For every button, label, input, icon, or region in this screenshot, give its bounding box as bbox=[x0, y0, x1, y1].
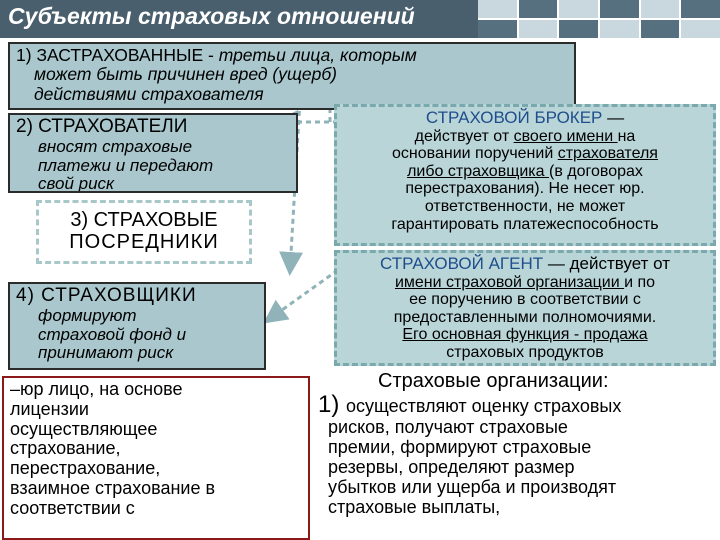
insurer-definition-box: –юр лицо, на основе лицензии осуществляю… bbox=[2, 376, 310, 540]
insurers-heading: 4) СТРАХОВЩИКИ bbox=[16, 285, 197, 306]
broker-term: СТРАХОВОЙ БРОКЕР bbox=[425, 108, 603, 127]
insurers-desc-2: страховой фонд и bbox=[38, 324, 187, 344]
broker-box: СТРАХОВОЙ БРОКЕР — действует от своего и… bbox=[334, 104, 716, 246]
decorative-grid bbox=[478, 0, 720, 38]
insured-number: 1) bbox=[16, 45, 37, 65]
agent-term: СТРАХОВОЙ АГЕНТ bbox=[380, 254, 544, 273]
insurers-desc-3: принимают риск bbox=[38, 343, 174, 363]
policyholders-desc-1: вносят страховые bbox=[38, 136, 193, 156]
intermediaries-box: 3) СТРАХОВЫЕ ПОСРЕДНИКИ bbox=[36, 200, 252, 264]
intermediaries-line-2: ПОСРЕДНИКИ bbox=[69, 231, 219, 253]
insurers-box: 4) СТРАХОВЩИКИ формируют страховой фонд … bbox=[8, 282, 266, 370]
insured-desc-3: действиями страхователя bbox=[34, 83, 264, 104]
title-bar bbox=[0, 0, 478, 38]
insured-desc-2: может быть причинен вред (ущерб) bbox=[34, 64, 338, 85]
insured-box: 1) ЗАСТРАХОВАННЫЕ - третьи лица, которым… bbox=[8, 42, 576, 110]
arrow-agent-to-insurers bbox=[263, 268, 339, 324]
insurers-desc-1: формируют bbox=[38, 305, 137, 325]
policyholders-heading: 2) СТРАХОВАТЕЛИ bbox=[16, 116, 188, 137]
organizations-heading: Страховые организации: bbox=[378, 370, 609, 392]
intermediaries-line-1: 3) СТРАХОВЫЕ bbox=[70, 209, 218, 231]
policyholders-box: 2) СТРАХОВАТЕЛИ вносят страховые платежи… bbox=[8, 113, 298, 193]
agent-box: СТРАХОВОЙ АГЕНТ — действует от имени стр… bbox=[334, 250, 716, 366]
policyholders-desc-3: свой риск bbox=[38, 174, 115, 193]
insurance-organizations-text: Страховые организации: 1) осуществляют о… bbox=[318, 370, 720, 540]
insured-term: ЗАСТРАХОВАННЫЕ bbox=[36, 45, 204, 65]
policyholders-desc-2: платежи и передают bbox=[38, 155, 214, 175]
insured-desc-1: третьи лица, которым bbox=[218, 45, 417, 65]
page-title: Субъекты страховых отношений bbox=[8, 3, 415, 29]
